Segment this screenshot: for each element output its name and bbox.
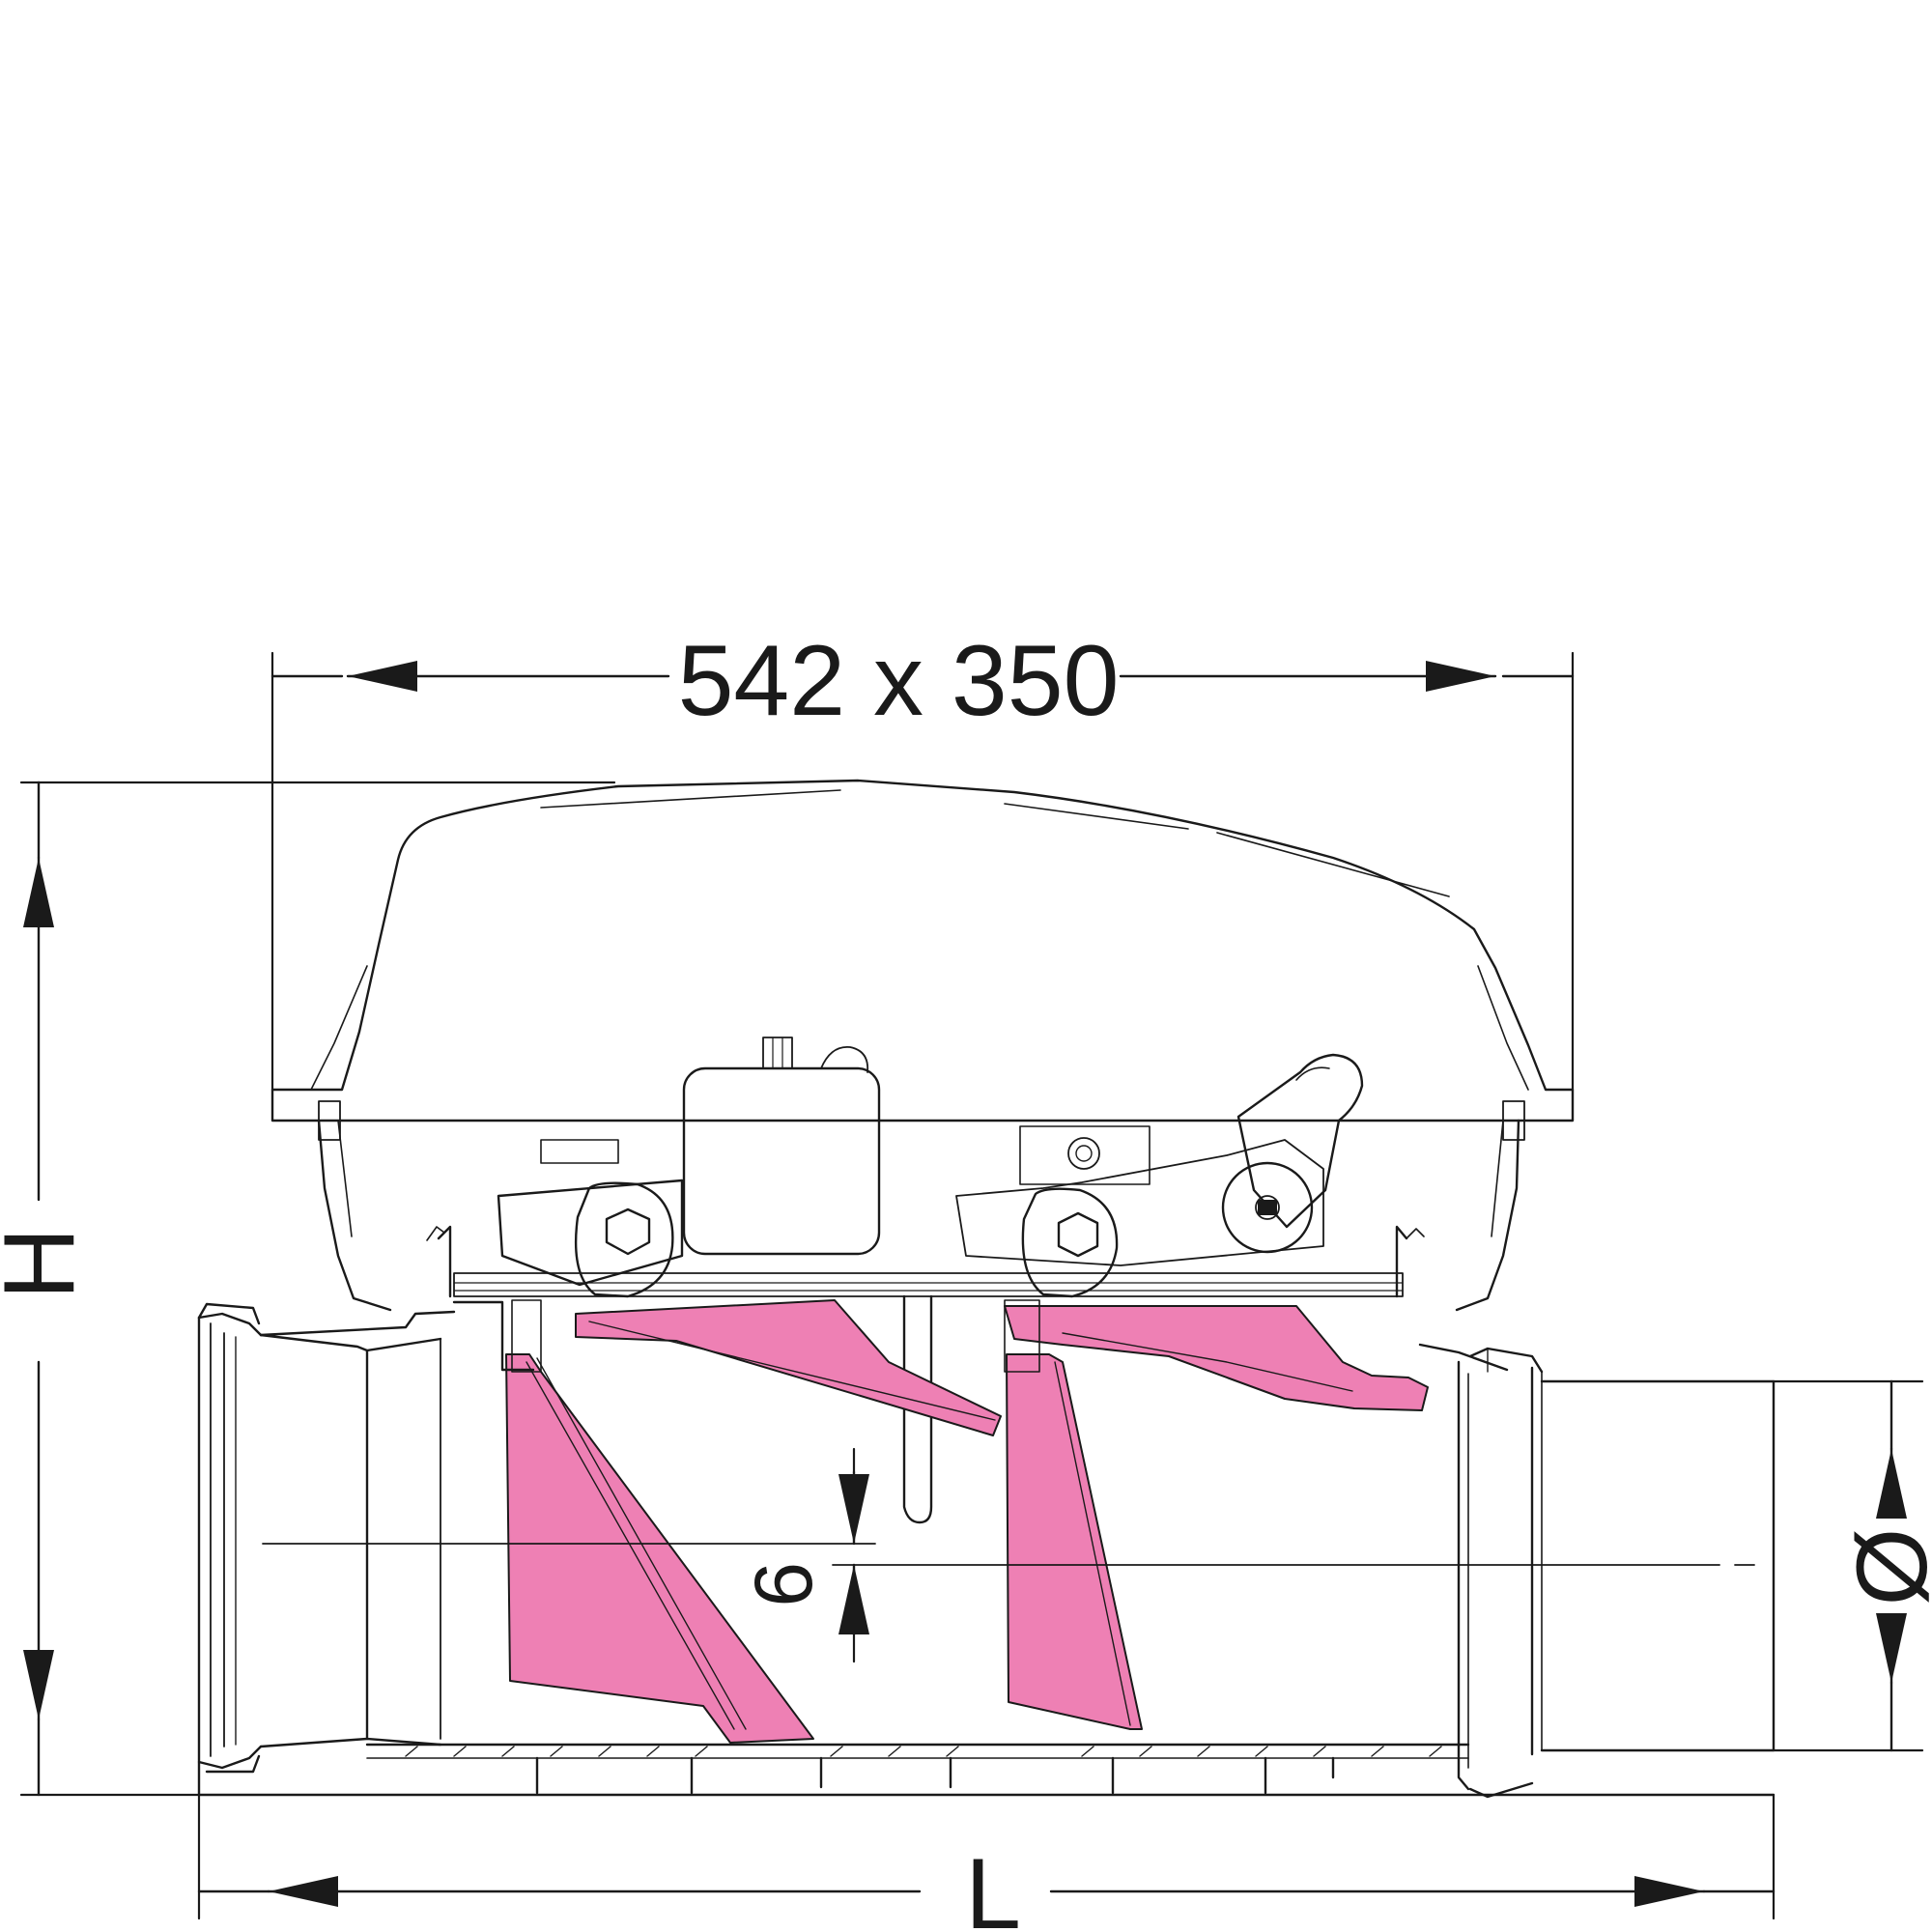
left-upper-flap xyxy=(575,1299,1002,1436)
length-label: L xyxy=(965,1838,1021,1932)
check-flaps xyxy=(505,1299,1429,1744)
dimension-lines xyxy=(19,651,1924,1920)
mechanism xyxy=(426,1037,1425,1524)
cover-size-label: 542 x 350 xyxy=(678,625,1120,737)
housing-frame xyxy=(317,1100,1525,1312)
diameter-label: Ø xyxy=(1836,1528,1932,1606)
offset-label: 9 xyxy=(738,1562,829,1607)
right-flap xyxy=(1006,1353,1143,1730)
height-label: H xyxy=(0,1227,96,1299)
left-flap xyxy=(505,1353,814,1744)
pipe-body xyxy=(197,1300,1776,1799)
cover-lid xyxy=(270,779,1575,1122)
